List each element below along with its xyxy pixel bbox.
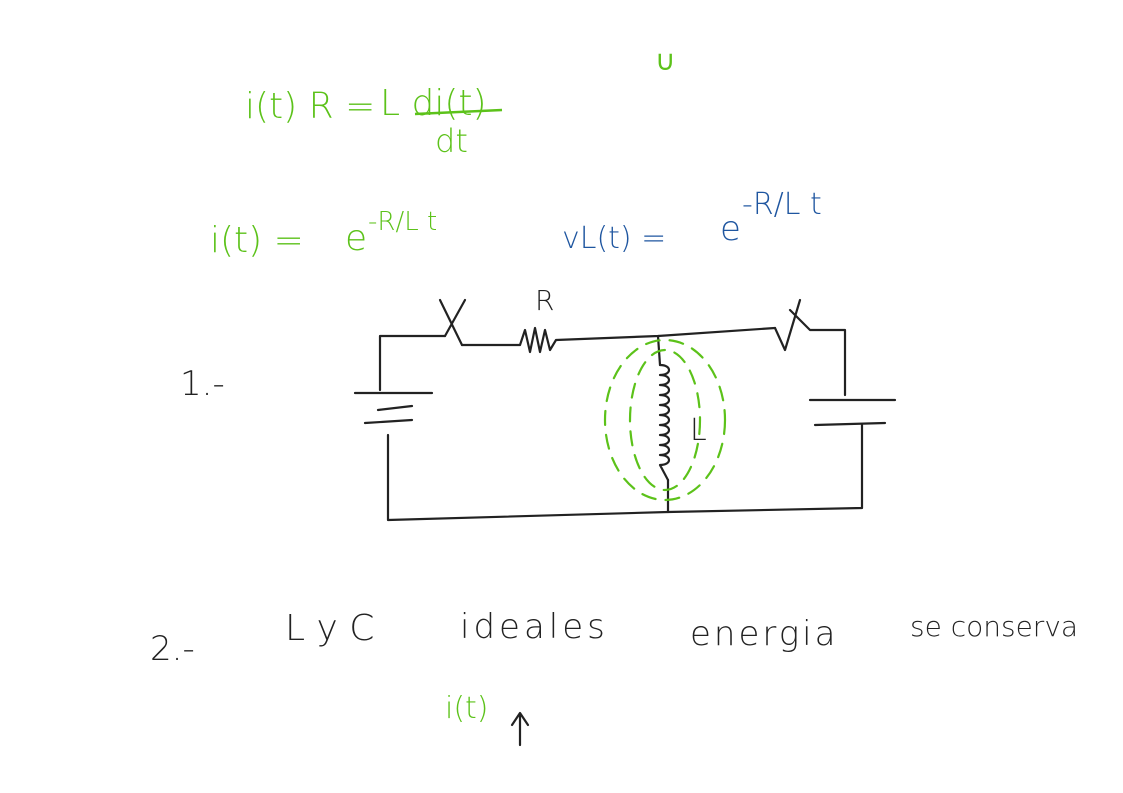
- current-equation: i(t) =: [210, 220, 304, 261]
- rl-circuit: R L: [353, 284, 897, 522]
- resistor-label: R: [535, 284, 554, 317]
- battery-left: [353, 391, 434, 425]
- capacitor-right: [808, 398, 897, 427]
- ode-rhs-numerator: L di(t): [380, 83, 487, 124]
- inductor-coil: [658, 363, 671, 482]
- arrow-up-icon: [510, 711, 530, 747]
- voltage-equation: vL(t) =: [562, 221, 666, 256]
- item-1-label: 1.-: [180, 364, 225, 404]
- item-2-label: 2.-: [150, 629, 195, 669]
- inductor-label: L: [690, 413, 707, 448]
- ideales-text: ideales: [460, 607, 609, 647]
- stray-mark: ∪: [655, 44, 676, 77]
- fraction-bar: [414, 108, 503, 116]
- voltage-exp-base: e: [720, 209, 741, 249]
- energia-text: energia: [690, 614, 838, 654]
- switch-right: [773, 298, 847, 397]
- field-line-inner: [628, 348, 702, 492]
- field-line-outer: [603, 338, 727, 502]
- ode-lhs: i(t) R =: [245, 86, 375, 127]
- ode-rhs-denominator: dt: [435, 122, 468, 160]
- current-exp-base: e: [345, 218, 367, 259]
- se-conserva-text: se conserva: [910, 610, 1078, 643]
- current-exponent: -R/L t: [368, 207, 437, 237]
- voltage-exponent: -R/L t: [742, 187, 822, 222]
- it-axis-label: i(t): [445, 691, 489, 726]
- switch-left: [438, 298, 467, 347]
- l-y-c-text: L y C: [285, 608, 374, 649]
